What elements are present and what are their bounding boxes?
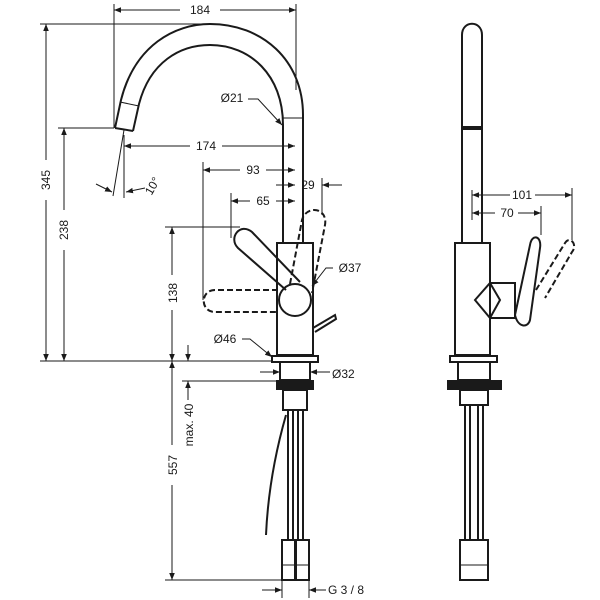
pop-up-cable [265, 414, 287, 536]
pop-up-rod [312, 313, 338, 333]
hose-connector-left [281, 539, 296, 581]
lock-nut [276, 380, 314, 390]
dim-93: 93 [246, 163, 260, 177]
side-hose-connector [459, 539, 489, 581]
dim-101: 101 [512, 188, 532, 202]
spout-inner [132, 43, 284, 243]
lever-dashed-horizontal [202, 289, 278, 313]
dim-g38: G 3 / 8 [328, 583, 364, 597]
spout-outer [114, 22, 304, 243]
shank [279, 361, 311, 381]
dim-10deg: 10° [142, 174, 163, 197]
lever-hub [278, 283, 312, 317]
faucet-body [276, 242, 314, 356]
dim-d46: Ø46 [214, 332, 237, 346]
side-shank [457, 361, 491, 381]
dim-174: 174 [196, 139, 216, 153]
dim-d21: Ø21 [221, 91, 244, 105]
dim-max-40: max. 40 [182, 403, 196, 446]
fixing-block [282, 389, 308, 411]
front-view: 184 345 238 174 Ø21 10° 93 29 65 138 Ø37… [39, 3, 364, 598]
dim-345: 345 [39, 170, 53, 190]
dim-70: 70 [500, 206, 514, 220]
dim-138: 138 [166, 283, 180, 303]
aerator-line [119, 101, 140, 107]
side-spout [461, 22, 483, 243]
dim-d37: Ø37 [339, 261, 362, 275]
hose-connector-right [295, 539, 310, 581]
dim-557: 557 [166, 455, 180, 475]
lever-dashed-up [289, 209, 327, 294]
side-fixing-block [459, 389, 489, 406]
side-view: 101 70 [447, 22, 576, 581]
lever-solid [233, 227, 301, 291]
side-lever-dashed [535, 239, 576, 299]
side-lever-hub [473, 281, 502, 320]
dim-29: 29 [301, 178, 315, 192]
dim-d32: Ø32 [332, 367, 355, 381]
side-lever-mount [490, 282, 516, 319]
dim-184: 184 [190, 3, 210, 17]
side-lever [514, 236, 542, 327]
side-dimension-lines [471, 188, 573, 240]
side-aerator [462, 126, 482, 130]
side-body [454, 242, 491, 356]
dim-65: 65 [256, 194, 270, 208]
dimension-lines [40, 4, 342, 598]
dim-238: 238 [57, 220, 71, 240]
spout-outlet-edge [114, 127, 134, 132]
side-lock-nut [447, 380, 502, 390]
